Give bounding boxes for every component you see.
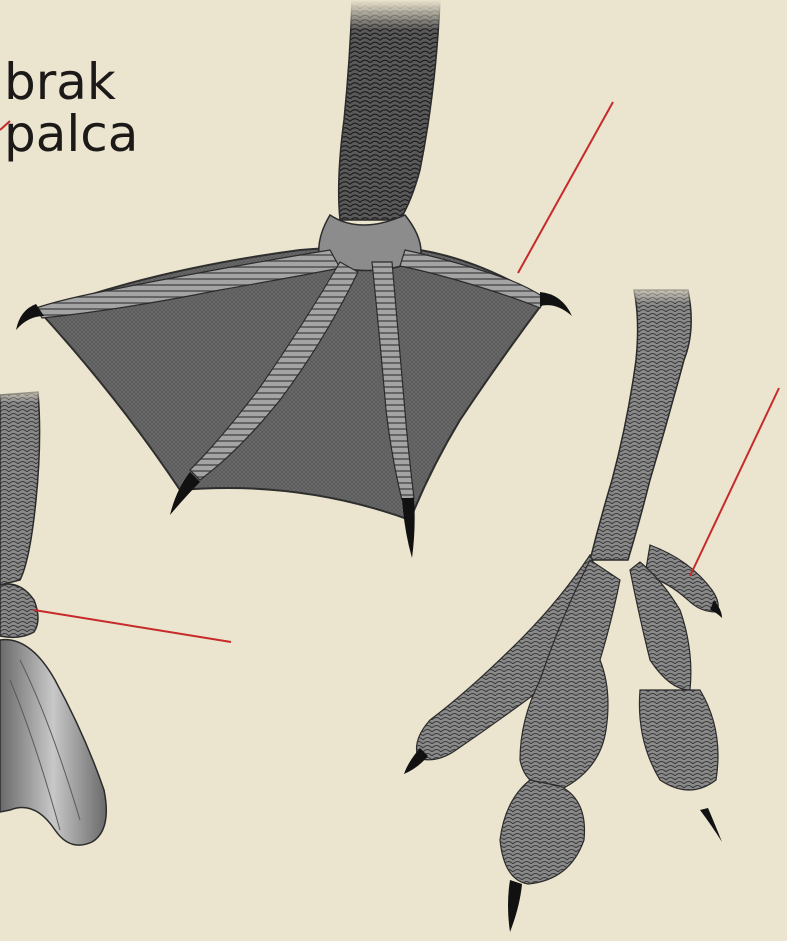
label-line-1: brak (4, 56, 138, 108)
label-line-2: palca (4, 108, 138, 160)
missing-toe-label: brak palca (4, 56, 138, 160)
